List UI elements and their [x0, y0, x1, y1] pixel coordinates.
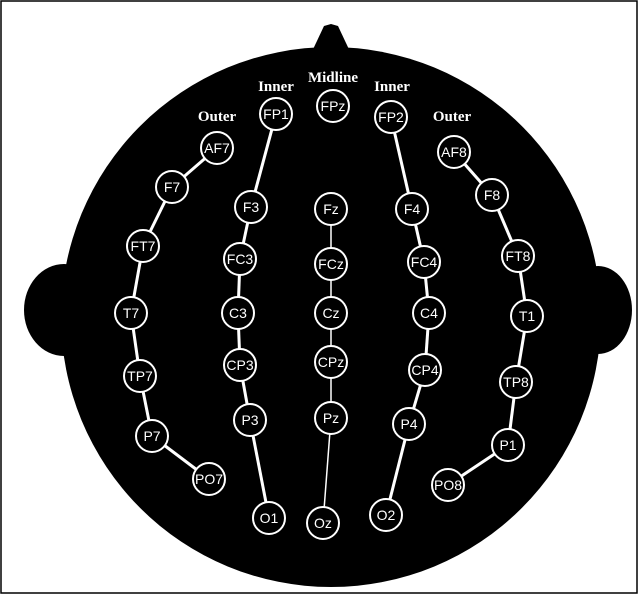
- svg-text:O2: O2: [377, 507, 396, 523]
- svg-text:CPz: CPz: [318, 354, 344, 370]
- electrode-Fz: Fz: [315, 193, 347, 225]
- electrode-AF8: AF8: [438, 136, 470, 168]
- svg-text:T7: T7: [123, 305, 140, 321]
- header-left-outer: Outer: [198, 109, 237, 125]
- electrode-F8: F8: [476, 179, 508, 211]
- svg-text:F3: F3: [243, 199, 260, 215]
- svg-text:Fz: Fz: [323, 201, 339, 217]
- electrode-P7: P7: [136, 420, 168, 452]
- electrode-O1: O1: [253, 502, 285, 534]
- svg-text:Oz: Oz: [314, 515, 332, 531]
- svg-text:CP3: CP3: [226, 357, 253, 373]
- electrode-C4: C4: [413, 297, 445, 329]
- electrode-CPz: CPz: [315, 346, 347, 378]
- svg-text:F7: F7: [164, 179, 181, 195]
- svg-text:FPz: FPz: [321, 98, 346, 114]
- electrode-Pz: Pz: [315, 402, 347, 434]
- electrode-FP1: FP1: [260, 98, 292, 130]
- electrode-CP4: CP4: [409, 354, 441, 386]
- electrode-P4: P4: [393, 408, 425, 440]
- svg-text:FT8: FT8: [506, 248, 531, 264]
- svg-text:Pz: Pz: [323, 410, 339, 426]
- electrode-CP3: CP3: [224, 349, 256, 381]
- svg-text:FP1: FP1: [263, 106, 289, 122]
- svg-text:P7: P7: [143, 428, 160, 444]
- header-midline: Midline: [308, 70, 358, 86]
- svg-text:AF7: AF7: [204, 140, 230, 156]
- svg-text:FCz: FCz: [318, 256, 344, 272]
- svg-text:FC3: FC3: [227, 251, 254, 267]
- svg-text:P1: P1: [499, 437, 516, 453]
- header-right-inner: Inner: [374, 79, 410, 95]
- electrode-PO7: PO7: [193, 463, 225, 495]
- svg-text:TP8: TP8: [503, 374, 529, 390]
- svg-text:TP7: TP7: [127, 368, 153, 384]
- header-right-outer: Outer: [433, 109, 472, 125]
- svg-text:T1: T1: [519, 308, 536, 324]
- electrode-F4: F4: [396, 193, 428, 225]
- electrode-P3: P3: [234, 404, 266, 436]
- electrode-F7: F7: [156, 171, 188, 203]
- electrode-FPz: FPz: [317, 90, 349, 122]
- svg-text:FC4: FC4: [411, 254, 438, 270]
- electrode-C3: C3: [222, 297, 254, 329]
- header-left-inner: Inner: [258, 79, 294, 95]
- electrode-Oz: Oz: [307, 507, 339, 539]
- svg-text:FP2: FP2: [378, 109, 404, 125]
- electrode-FT8: FT8: [502, 240, 534, 272]
- electrode-TP7: TP7: [124, 360, 156, 392]
- electrode-FC4: FC4: [408, 246, 440, 278]
- electrode-FC3: FC3: [224, 243, 256, 275]
- electrode-Cz: Cz: [315, 297, 347, 329]
- svg-text:P4: P4: [400, 416, 417, 432]
- svg-text:FT7: FT7: [131, 238, 156, 254]
- svg-text:Cz: Cz: [322, 305, 339, 321]
- svg-text:C4: C4: [420, 305, 438, 321]
- electrode-FT7: FT7: [127, 230, 159, 262]
- electrode-AF7: AF7: [201, 132, 233, 164]
- electrode-PO8: PO8: [432, 469, 464, 501]
- electrode-P1: P1: [492, 429, 524, 461]
- svg-text:AF8: AF8: [441, 144, 467, 160]
- svg-text:F4: F4: [404, 201, 421, 217]
- svg-text:PO8: PO8: [434, 477, 462, 493]
- svg-text:O1: O1: [260, 510, 279, 526]
- svg-text:C3: C3: [229, 305, 247, 321]
- electrode-FCz: FCz: [315, 248, 347, 280]
- svg-text:CP4: CP4: [411, 362, 438, 378]
- svg-text:PO7: PO7: [195, 471, 223, 487]
- svg-text:F8: F8: [484, 187, 501, 203]
- electrode-T7: T7: [115, 297, 147, 329]
- electrode-T1: T1: [511, 300, 543, 332]
- electrode-FP2: FP2: [375, 101, 407, 133]
- electrode-F3: F3: [235, 191, 267, 223]
- electrode-O2: O2: [370, 499, 402, 531]
- electrode-TP8: TP8: [500, 366, 532, 398]
- svg-text:P3: P3: [241, 412, 258, 428]
